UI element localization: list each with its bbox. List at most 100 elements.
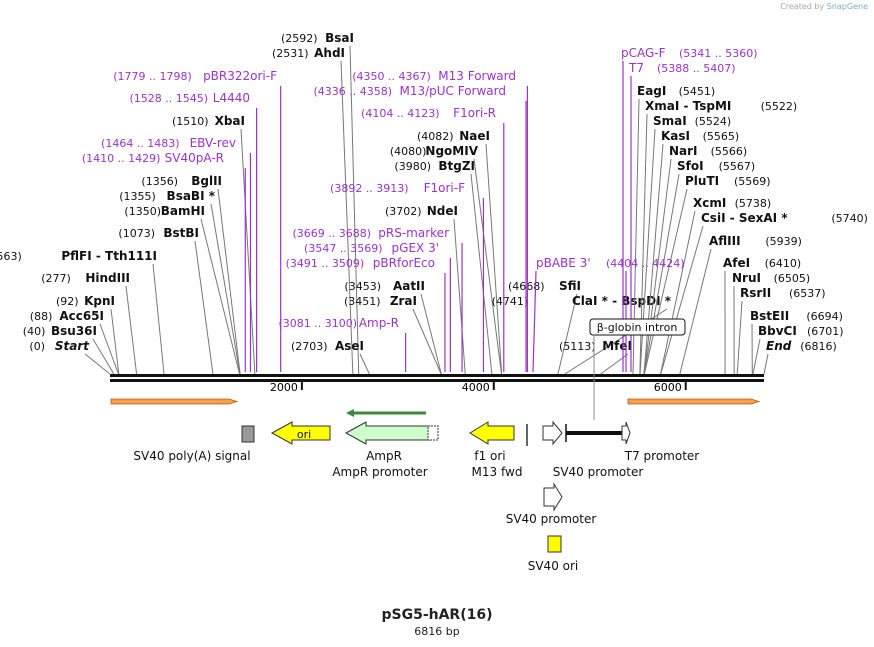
enzyme-name: AfeI (723, 256, 750, 270)
orange-arrow (627, 398, 761, 405)
enzyme-position: (6694) (806, 310, 843, 323)
feature-ampr-promoter (427, 425, 439, 441)
credit-prefix: Created by (780, 2, 825, 11)
enzyme-site (194, 240, 214, 375)
enzyme-site (679, 248, 712, 375)
enzyme-name: BstEII (750, 309, 789, 323)
enzyme-position: (1510) (172, 115, 209, 128)
enzyme-name: BsaBI * (167, 189, 216, 203)
primer-name: M13 Forward (438, 69, 516, 83)
enzyme-site (557, 293, 578, 375)
enzyme-position: (92) (56, 295, 79, 308)
feature-ori-label: ori (297, 428, 311, 441)
primer-range: (1410 .. 1429) (82, 152, 161, 165)
enzyme-leader (359, 353, 370, 375)
enzyme-leader (679, 248, 712, 375)
enzyme-site (643, 143, 664, 375)
enzyme-position: (5451) (679, 85, 716, 98)
enzyme-name: Acc65I (59, 309, 104, 323)
enzyme-name: BtgZI (438, 159, 475, 173)
primer-name: pBR322ori-F (203, 69, 277, 83)
enzyme-position: (5566) (711, 145, 748, 158)
enzyme-site (92, 338, 115, 375)
feature-t7-promoter (621, 421, 631, 445)
feature-ampr (344, 421, 431, 445)
feature-sv40-polya-label: SV40 poly(A) signal (133, 449, 250, 463)
enzyme-name: PluTI (685, 174, 719, 188)
feature-t7-promoter-label: T7 promoter (624, 449, 700, 463)
enzyme-position: (1073) (118, 227, 155, 240)
enzyme-position: (5738) (735, 197, 772, 210)
enzyme-leader (340, 60, 354, 375)
enzyme-name: BamHI (161, 204, 205, 218)
enzyme-position: (277) (41, 272, 71, 285)
enzyme-name: KasI (661, 129, 690, 143)
enzyme-position: (3702) (385, 205, 422, 218)
primer-range: (1528 .. 1545) (129, 92, 208, 105)
enzyme-position: (2592) (281, 32, 318, 45)
enzyme-leader (99, 323, 119, 375)
primer-name: pCAG-F (621, 46, 666, 60)
enzyme-name: Bsu36I (51, 324, 97, 338)
enzyme-position: (5939) (765, 235, 802, 248)
enzyme-name: SmaI (653, 114, 687, 128)
feature-ampr-label: AmpR (366, 449, 402, 463)
enzyme-position: (6410) (765, 257, 802, 270)
plasmid-length: 6816 bp (414, 625, 460, 638)
enzyme-leader (473, 158, 502, 375)
primer-name: pRS-marker (378, 226, 449, 240)
enzyme-site (359, 353, 370, 375)
enzyme-site (600, 353, 629, 375)
primer-range: (3547 .. 3569) (304, 242, 383, 255)
feature-sv40-promoter-2 (543, 482, 563, 512)
feature-sv40-promoter (542, 420, 563, 446)
ruler-label: 6000 (654, 381, 682, 394)
plasmid-name: pSG5-hAR(16) (381, 607, 493, 623)
ruler-label: 2000 (270, 381, 298, 394)
primer-name: pBRforEco (373, 256, 435, 270)
feature-sv40-ori-label: SV40 ori (528, 559, 579, 573)
enzyme-name: NaeI (459, 129, 490, 143)
enzyme-leader (217, 188, 241, 375)
enzyme-name: RsrII (740, 286, 771, 300)
feature-f1-ori-label: f1 ori (474, 449, 505, 463)
enzyme-position: (6505) (774, 272, 811, 285)
primer-range: (4404 .. 4424) (606, 257, 685, 270)
enzyme-position: (1356) (141, 175, 178, 188)
enzyme-leader (736, 300, 743, 375)
enzyme-position: (6701) (807, 325, 844, 338)
enzyme-site (453, 218, 466, 375)
enzyme-leader (110, 308, 120, 375)
enzyme-site (643, 188, 688, 375)
feature-beta-globin-intron-label: β-globin intron (597, 321, 678, 334)
enzyme-position: (0) (29, 340, 45, 353)
primer-name: T7 (628, 61, 644, 75)
primer-name: EBV-rev (190, 136, 236, 150)
feature-f1-ori (469, 421, 515, 445)
enzyme-name: EagI (637, 84, 666, 98)
backbone-top (110, 374, 764, 377)
enzyme-leader (643, 158, 672, 375)
primer-name: SV40pA-R (165, 151, 224, 165)
enzyme-leader (752, 338, 761, 375)
feature-sv40-polya (241, 425, 255, 443)
enzyme-name: XcmI (693, 196, 726, 210)
enzyme-position: (1350) (124, 205, 161, 218)
enzyme-name: End (766, 339, 792, 353)
enzyme-position: (563) (0, 250, 22, 263)
enzyme-site (485, 143, 503, 375)
enzyme-name: AflIII (709, 234, 741, 248)
enzyme-leader (643, 143, 664, 375)
enzyme-site (217, 188, 241, 375)
enzyme-site (660, 225, 704, 375)
enzyme-leader (660, 225, 704, 375)
enzyme-leader (643, 173, 680, 375)
primer-name: Amp-R (359, 316, 399, 330)
enzyme-name: SfiI (559, 279, 581, 293)
enzyme-site (660, 210, 696, 375)
enzyme-name: NarI (669, 144, 698, 158)
enzyme-position: (5524) (695, 115, 732, 128)
snapgene-logo-text: SnapGene (826, 2, 868, 11)
enzyme-name: BbvCI (758, 324, 797, 338)
